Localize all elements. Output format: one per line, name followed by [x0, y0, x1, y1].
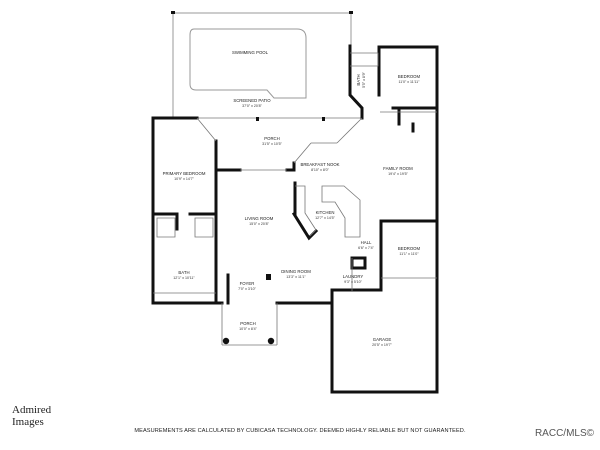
room-dimensions: 10'0" x 8'4"	[239, 327, 257, 331]
room-dimensions: 11'1" x 11'0"	[399, 252, 419, 256]
room-dimensions: 19'4" x 19'5"	[388, 172, 408, 176]
room-dimensions: 8'10" x 8'0"	[311, 168, 329, 172]
room-dimensions: 7'0" x 3'10"	[238, 287, 256, 291]
room-dimensions: 12'7" x 14'5"	[315, 216, 335, 220]
room-name: BEDROOM	[398, 246, 421, 251]
room-dimensions: 9'3" x 5'10"	[344, 280, 362, 284]
room-labels: SWIMMING POOL SCREENED PATIO 37'0" x 20'…	[163, 50, 421, 347]
room-dimensions: 31'5" x 10'5"	[262, 142, 282, 146]
room-name: BEDROOM	[398, 74, 421, 79]
room-name: BREAKFAST NOOK	[300, 162, 339, 167]
room-name: FOYER	[240, 281, 255, 286]
room-name: SWIMMING POOL	[232, 50, 269, 55]
room-dimensions: 5'5" x 8'9"	[362, 71, 366, 87]
room-name: PORCH	[264, 136, 280, 141]
room-name: BATH	[356, 74, 361, 85]
room-dimensions: 20'5" x 19'7"	[372, 343, 392, 347]
room-name: SCREENED PATIO	[233, 98, 271, 103]
admired-images-logo: Admired Images	[12, 404, 51, 428]
room-name: FAMILY ROOM	[383, 166, 413, 171]
logo-line-2: Images	[12, 416, 44, 428]
swimming-pool	[189, 28, 307, 99]
room-name: GARAGE	[373, 337, 392, 342]
screened-patio-enclosure	[171, 11, 362, 121]
room-dimensions: 11'0" x 11'11"	[399, 80, 421, 84]
porch-columns	[222, 337, 275, 345]
room-dimensions: 15'0" x 20'8"	[249, 222, 269, 226]
measurement-disclaimer: MEASUREMENTS ARE CALCULATED BY CUBICASA …	[134, 428, 466, 434]
room-dimensions: 6'6" x 7'4"	[358, 246, 374, 250]
mls-copyright: RACC/MLS©	[534, 428, 594, 439]
room-name: KITCHEN	[316, 210, 335, 215]
room-dimensions: 37'0" x 20'8"	[242, 104, 262, 108]
room-name: PORCH	[240, 321, 256, 326]
room-dimensions: 10'9" x 14'7"	[174, 177, 194, 181]
room-name: PRIMARY BEDROOM	[163, 171, 206, 176]
interior-details	[153, 52, 437, 346]
room-dimensions: 12'1" x 10'11"	[173, 276, 195, 280]
logo-line-1: Admired	[12, 404, 52, 416]
room-name: LAUNDRY	[343, 274, 364, 279]
room-name: LIVING ROOM	[245, 216, 274, 221]
room-dimensions: 13'3" x 11'1"	[286, 275, 306, 279]
room-name: HALL	[361, 240, 372, 245]
room-name: DINING ROOM	[281, 269, 311, 274]
room-name: BATH	[178, 270, 189, 275]
